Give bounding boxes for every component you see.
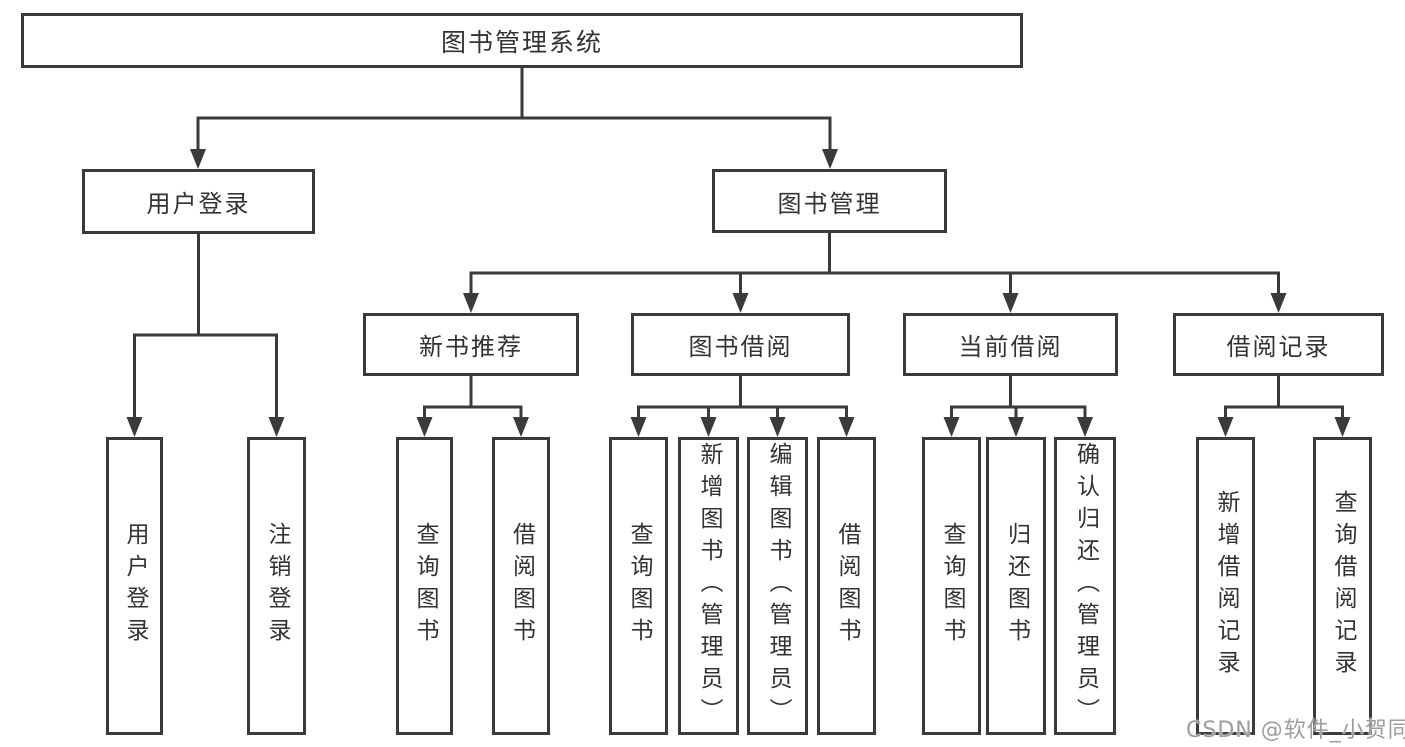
node-user-login: 用户登录 xyxy=(82,169,315,234)
leaf-query-books-3: 查询图书 xyxy=(922,437,981,735)
arrowhead xyxy=(416,417,433,437)
edge-book-borrowing-children xyxy=(637,374,848,421)
arrowhead xyxy=(769,417,786,437)
edge-book-management-children xyxy=(469,231,1280,297)
arrowhead xyxy=(630,417,647,437)
arrowhead xyxy=(1334,417,1351,437)
leaf-user-login: 用户登录 xyxy=(106,437,163,735)
node-book-borrowing: 图书借阅 xyxy=(631,313,850,376)
edge-borrowing-records-children xyxy=(1224,374,1344,421)
leaf-return-books: 归还图书 xyxy=(986,437,1046,735)
leaf-add-borrow-record: 新增借阅记录 xyxy=(1196,437,1255,735)
arrowhead xyxy=(1077,417,1093,437)
edge-root-to-level2 xyxy=(196,66,832,154)
arrowhead xyxy=(822,149,838,169)
edge-current-borrowing-children xyxy=(950,374,1087,421)
node-library-management-system: 图书管理系统 xyxy=(21,13,1023,68)
arrowhead xyxy=(838,417,855,437)
leaf-confirm-return-admin: 确认归还（管理员） xyxy=(1054,437,1116,735)
arrowhead xyxy=(513,417,529,437)
csdn-watermark: CSDN @软件_小贺同学 xyxy=(1186,718,1405,743)
leaf-edit-books-admin: 编辑图书（管理员） xyxy=(747,437,808,735)
arrowhead xyxy=(943,417,960,437)
arrowhead xyxy=(463,293,479,313)
arrowhead xyxy=(190,149,206,169)
node-borrowing-records: 借阅记录 xyxy=(1173,313,1384,376)
leaf-logout: 注销登录 xyxy=(247,437,306,735)
arrowhead xyxy=(700,417,717,437)
arrowhead xyxy=(1002,293,1019,313)
edge-new-book-recommend-children xyxy=(423,374,523,421)
leaf-query-books-2: 查询图书 xyxy=(609,437,668,735)
leaf-borrow-books-2: 借阅图书 xyxy=(817,437,876,735)
arrowhead xyxy=(1217,417,1234,437)
leaf-add-books-admin: 新增图书（管理员） xyxy=(678,437,739,735)
node-new-book-recommend: 新书推荐 xyxy=(363,313,579,376)
edge-user-login-children xyxy=(133,232,278,421)
arrowhead xyxy=(732,293,749,313)
arrowhead xyxy=(268,417,285,437)
node-book-management: 图书管理 xyxy=(712,169,947,233)
leaf-borrow-books-1: 借阅图书 xyxy=(492,437,550,735)
leaf-query-books-1: 查询图书 xyxy=(396,437,453,735)
leaf-query-borrow-record: 查询借阅记录 xyxy=(1313,437,1372,735)
arrowhead xyxy=(1008,417,1024,437)
arrowheads xyxy=(126,149,1351,437)
arrowhead xyxy=(1270,293,1287,313)
node-current-borrowing: 当前借阅 xyxy=(903,313,1118,376)
arrowhead xyxy=(126,417,143,437)
